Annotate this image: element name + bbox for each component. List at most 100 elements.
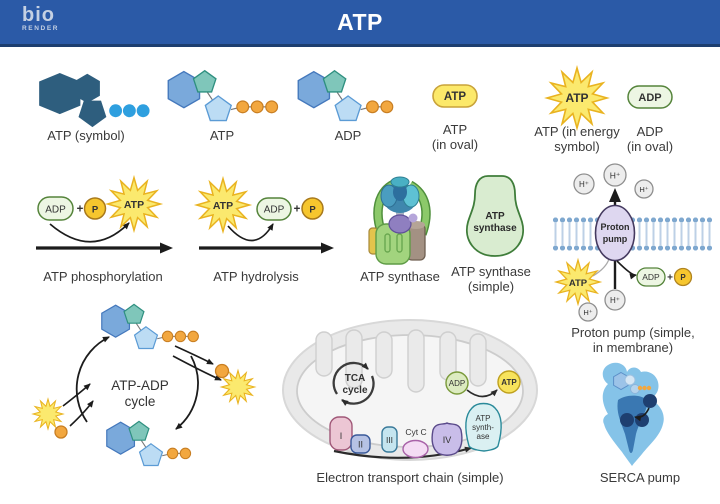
atp-synthase-simple-label-line2: (simple) (467, 278, 515, 294)
tca-cycle-arc (341, 375, 375, 406)
atp-synthase-simple-label-line1: ATP synthase (451, 264, 531, 279)
proton-flow-arrowhead (609, 188, 621, 202)
complex-ii (350, 434, 371, 454)
phosphate-out-arrow (174, 345, 214, 365)
cycle-text-line1: ATP-ADP (111, 378, 169, 393)
crista (315, 331, 333, 377)
base-pentagon (322, 69, 347, 93)
phosphate-dot (122, 104, 136, 118)
atp-molecule (101, 303, 199, 350)
synthase-simple-text-line1: ATP (485, 211, 505, 222)
adp-circle (445, 371, 469, 395)
atp-energy-label: ATP (in energy symbol) (517, 124, 637, 154)
p-text: P (309, 205, 316, 216)
adp-oval-icon: ADP (627, 85, 673, 109)
complex-iv-text: IV (443, 435, 452, 445)
etc-synthase-text-line2: synth- (472, 423, 494, 432)
adp-to-atp-arrow (466, 389, 498, 398)
atp-energy-symbol-icon: ATP (544, 65, 610, 131)
ring-slot (396, 233, 403, 253)
h-plus-text: H⁺ (583, 308, 592, 317)
atp-oval-label: ATP (in oval) (395, 122, 515, 152)
reaction-curve-arrow (227, 223, 274, 242)
energy-in-arrow (62, 383, 91, 407)
complex-i-text: I (340, 431, 343, 441)
adp-text: ADP (264, 205, 285, 216)
adp-oval-label-line2: (in oval) (626, 138, 674, 154)
adp-text: ADP (45, 205, 66, 216)
adenine-hexagon-small (74, 73, 100, 104)
pump-text-line1: Proton (601, 222, 630, 232)
phosphate-dot (136, 104, 150, 118)
cycle-arc-left (75, 336, 110, 423)
atp-energy-text: ATP (565, 91, 588, 105)
atp-hydrolysis-icon: ATP ADP + P (193, 175, 334, 254)
proton-pump-icon: H⁺ H⁺ H⁺ Proton pump ATP ADP + P H⁺ H⁺ (553, 163, 693, 322)
proton-circle (603, 163, 627, 187)
h-plus-text: H⁺ (639, 185, 648, 194)
cytochrome-c (402, 439, 429, 459)
atp-hydrolysis-label: ATP hydrolysis (213, 269, 299, 284)
atp-oval-label-line1: ATP (442, 122, 468, 137)
atp-adp-cycle-icon: ATP-ADP cycle (31, 303, 257, 467)
atp-molecule-icon (167, 69, 279, 122)
atp-molecule-label: ATP (209, 128, 235, 143)
proton-circle (634, 179, 654, 199)
calcium-ion (635, 413, 649, 427)
complex-iv (431, 422, 463, 456)
adp-oval-label: ADP (in oval) (590, 124, 710, 154)
tca-text-line1: TCA (345, 373, 366, 384)
calcium-ion (620, 413, 634, 427)
atp-phosphorylation-icon: ADP + P ATP (36, 174, 173, 254)
adp-molecule (106, 420, 192, 467)
synthase-simple-text-line2: synthase (473, 223, 517, 234)
atp-energy-label-line2: symbol) (554, 138, 600, 154)
adp-oval-text: ADP (638, 92, 661, 104)
calcium-ion-free (643, 394, 657, 408)
atp-mini-circle (624, 374, 636, 386)
adenine-hexagon-large (39, 72, 81, 115)
phosphate-circle (250, 100, 264, 114)
atp-star-text: ATP (124, 199, 144, 211)
crista (407, 329, 425, 393)
header-bar: bio RENDER ATP (0, 0, 720, 47)
reaction-axis-arrowhead (321, 242, 334, 254)
atp-synthase-simple (465, 402, 502, 452)
atp-synthase-label: ATP synthase (360, 269, 440, 284)
crista (469, 333, 487, 387)
crista (345, 329, 363, 389)
serca-pump-label: SERCA pump (599, 470, 681, 485)
atp-synthase-simple-icon: ATP synthase (466, 175, 524, 257)
adp-oval (256, 197, 292, 221)
proton-pump-label: Proton pump (simple, in membrane) (548, 325, 718, 355)
adp-oval (636, 267, 666, 287)
phosphate-in-arrow (69, 400, 94, 427)
cycle-arc-right (175, 355, 199, 430)
proton-pump-label-line1: Proton pump (simple, (571, 325, 695, 340)
pump-text-line2: pump (603, 234, 628, 244)
phosphate-p-circle (301, 197, 324, 220)
h-plus-text: H⁺ (610, 171, 621, 181)
synthase-blob (466, 175, 524, 257)
ribose-pentagon (78, 100, 107, 128)
adp-molecule-icon (297, 69, 394, 122)
phosphate-mini-dot (637, 385, 643, 391)
phosphate-circle (236, 100, 250, 114)
phosphate-circle (380, 100, 394, 114)
energy-starburst (219, 368, 257, 406)
atp-symbol-label: ATP (symbol) (47, 128, 125, 143)
atp-star-text: ATP (213, 200, 233, 212)
h-plus-text: H⁺ (610, 296, 620, 305)
atp-circle-text: ATP (501, 378, 517, 387)
page-title: ATP (337, 9, 383, 35)
p-text: P (92, 205, 99, 216)
plus-sign: + (294, 204, 301, 216)
complex-iii (381, 426, 398, 453)
etc-synthase-text-line3: ase (477, 432, 490, 441)
logo-text: bio (22, 4, 55, 26)
serca-channel (617, 395, 648, 453)
atp-oval-icon: ATP (432, 84, 478, 108)
cytc-label-text: Cyt C (405, 427, 426, 437)
energy-starburst (104, 174, 164, 234)
